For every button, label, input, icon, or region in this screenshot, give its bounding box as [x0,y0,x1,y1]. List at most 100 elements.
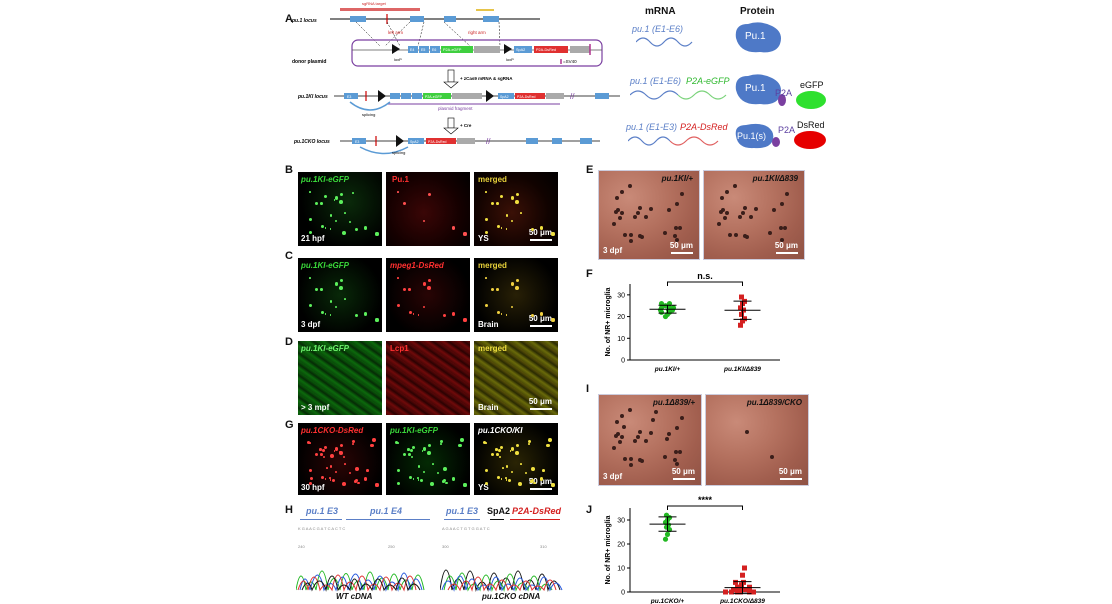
cell-punctum [334,196,339,200]
cell-punctum [531,314,535,318]
cell-punctum [451,477,455,481]
stained-cell [611,221,616,226]
h-right-caption: pu.1CKO cDNA [482,592,541,601]
cell-punctum [355,314,359,318]
cell-punctum [484,481,489,486]
stained-cell [720,196,725,201]
h-left-caption: WT cDNA [336,592,373,601]
cell-punctum [334,470,337,473]
cell-punctum [430,482,435,486]
cell-punctum [412,478,415,480]
wt-locus-label: pu.1 locus [291,18,317,24]
stained-cell [672,233,677,238]
panel-d-image-1: pu.1KI-eGFP > 3 mpf [298,341,382,415]
cell-punctum [495,453,499,457]
cell-punctum [515,200,519,204]
ki-splicing-label: splicing [362,112,375,117]
stained-cell [665,437,670,442]
cell-punctum [505,227,508,230]
stained-cell [725,189,730,194]
cell-punctum [324,478,327,480]
cell-punctum [370,443,374,448]
cell-punctum [334,219,337,222]
cell-punctum [331,479,335,483]
cell-punctum [484,217,489,222]
significance-label: n.s. [697,271,713,281]
panel-letter-b: B [285,164,293,176]
panel-i-scale-label-2: 50 μm [778,467,802,476]
data-point [738,305,743,311]
stained-cell [627,184,632,189]
stained-cell [674,462,679,467]
panel-i-image-1: pu.1Δ839/+ 3 dpf 50 μm [598,394,702,486]
loxp-1-label: loxP [394,57,402,62]
panel-g-channel-1: pu.1CKO-DsRed [301,426,364,435]
cell-punctum [459,437,464,442]
panel-c-channel-1: pu.1KI-eGFP [301,261,350,270]
cell-punctum [516,193,520,197]
cell-punctum [418,465,421,468]
cell-punctum [330,454,335,459]
cell-punctum [506,214,509,217]
data-point [741,579,746,585]
panel-e-image-1: pu.1KI/+ 3 dpf 50 μm [598,170,700,260]
cell-punctum [339,286,343,290]
step1-label: + zCas9 mRNA & sgRNA [460,76,513,81]
cell-punctum [338,450,341,454]
h-right-p2a-bar [510,519,560,520]
panel-d-image-3: merged Brain 50 μm [474,341,558,415]
y-tick-label: 30 [617,292,625,299]
cell-punctum [510,196,515,200]
data-point [731,587,736,593]
data-point [738,322,743,328]
loxp-1 [392,44,400,54]
panel-letter-f: F [586,268,593,280]
panel-d-stage: > 3 mpf [301,403,330,412]
data-point [742,316,747,322]
cell-punctum [375,232,379,236]
cell-punctum [505,478,508,481]
svg-text://: // [486,137,491,146]
cell-punctum [539,226,543,230]
cell-punctum [463,318,467,322]
cell-punctum [495,202,499,206]
cell-punctum [325,466,328,469]
cell-punctum [314,287,319,292]
data-point [744,587,749,593]
panel-b-image-3: merged YS 50 μm [474,172,558,246]
data-point [739,294,744,300]
cell-punctum [330,300,333,303]
cell-punctum [343,211,346,214]
stained-cell [780,202,785,207]
y-axis-label: No. of NR+ microglia [605,287,612,356]
cko-splicing-label: splicing [392,150,405,155]
stained-cell [623,232,628,237]
panel-b-scale-label: 50 μm [528,228,552,237]
stained-cell [620,211,625,216]
h-left-e3: pu.1 E3 [306,506,339,516]
panel-e-scale-bar-2 [776,252,798,254]
cell-punctum [329,313,332,316]
mrna-header: mRNA [645,6,676,17]
stained-cell [734,232,739,237]
cell-punctum [498,449,502,453]
stained-cell [753,207,758,212]
cell-punctum [323,446,328,450]
cell-punctum [463,232,467,236]
cell-punctum [320,476,324,480]
h-right-spa2: SpA2 [487,506,511,516]
cell-punctum [530,479,533,483]
stained-cell [666,432,671,437]
cell-punctum [323,195,328,199]
cell-punctum [495,288,499,292]
cell-punctum [484,303,489,308]
protein-pu1-p2a-blob [735,74,786,106]
mrna-3-label: pu.1 (E1-E3) [626,122,678,132]
panel-a-schematic: sgRNA target pu.1 locus left arm right a… [291,1,620,155]
cell-punctum [322,449,326,453]
cell-punctum [324,227,327,229]
panel-i-genotype-2: pu.1Δ839/CKO [746,398,802,407]
panel-i-stage: 3 dpf [603,472,623,481]
protein-2-label: Pu.1 [745,83,766,94]
cell-punctum [363,477,367,481]
